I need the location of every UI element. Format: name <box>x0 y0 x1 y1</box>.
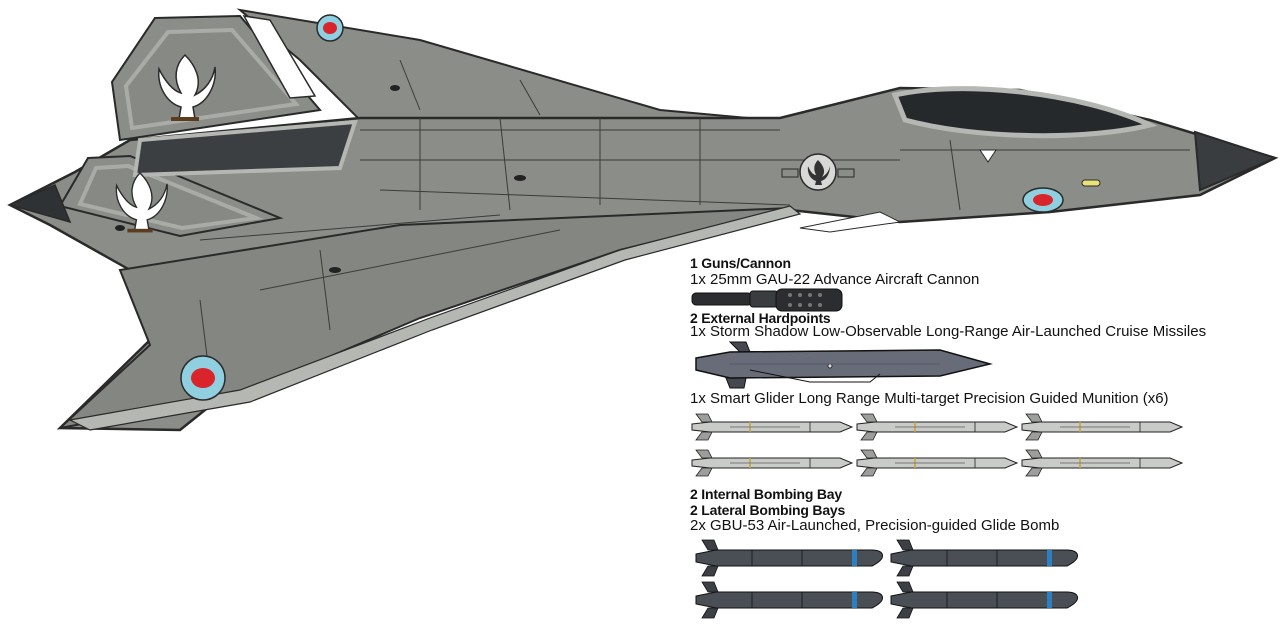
cruise-missile-line: 1x Storm Shadow Low-Observable Long-Rang… <box>690 323 1207 340</box>
glider-line: 1x Smart Glider Long Range Multi-target … <box>690 390 1169 407</box>
bomb-line: 2x GBU-53 Air-Launched, Precision-guided… <box>690 517 1060 534</box>
internal-bay-header: 2 Internal Bombing Bay <box>690 486 842 502</box>
glide-bombs-group <box>692 538 1087 623</box>
roundel-icon <box>180 355 226 401</box>
gun-line: 1x 25mm GAU-22 Advance Aircraft Cannon <box>690 271 980 288</box>
aircraft-drawing <box>7 8 1279 432</box>
eagle-emblem-icon <box>158 53 216 121</box>
glide-bomb-icon <box>695 581 884 619</box>
eagle-emblem-icon <box>781 153 855 191</box>
hardpoints-header: 2 External Hardpoints <box>690 310 831 326</box>
glider-munition-icon <box>856 413 1018 441</box>
guns-header: 1 Guns/Cannon <box>690 255 791 271</box>
glide-bomb-icon <box>695 539 884 577</box>
glider-munitions-group <box>690 410 1190 485</box>
glide-bomb-icon <box>890 539 1079 577</box>
roundel-icon <box>1022 187 1064 213</box>
eagle-emblem-icon <box>115 172 168 233</box>
lower-wing <box>56 207 791 430</box>
lateral-bay-header: 2 Lateral Bombing Bays <box>690 502 846 518</box>
intake-panel <box>132 119 358 178</box>
roundel-icon <box>316 14 344 42</box>
glider-munition-icon <box>1021 413 1183 441</box>
cannon-icon <box>691 288 843 312</box>
glider-munition-icon <box>1021 449 1183 477</box>
cruise-missile-icon <box>695 341 993 389</box>
glider-munition-icon <box>691 413 853 441</box>
glide-bomb-icon <box>890 581 1079 619</box>
glider-munition-icon <box>691 449 853 477</box>
canopy <box>891 86 1158 139</box>
nose-cone <box>1193 130 1278 192</box>
glider-munition-icon <box>856 449 1018 477</box>
